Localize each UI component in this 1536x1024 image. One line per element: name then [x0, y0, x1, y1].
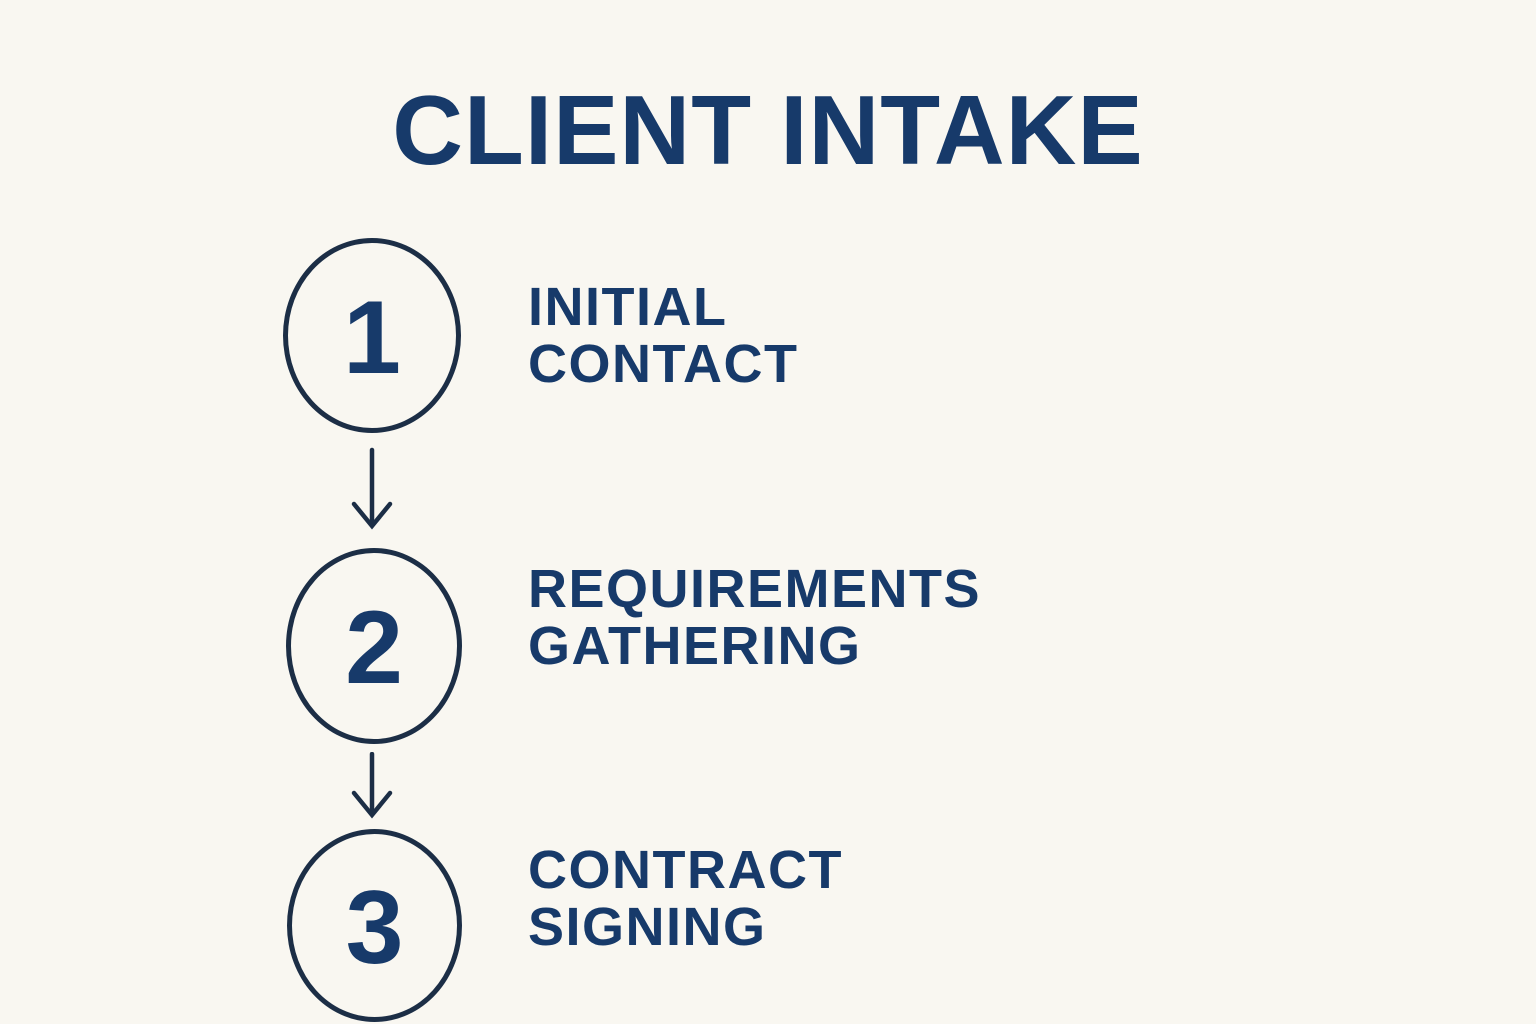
step-1-number: 1 [343, 279, 401, 396]
page-title: CLIENT INTAKE [392, 75, 1144, 185]
down-arrow-icon [350, 752, 394, 820]
step-1-label-line-1: INITIAL [528, 277, 728, 337]
step-3-circle: 3 [287, 829, 462, 1022]
step-2-number: 2 [345, 590, 403, 706]
step-3-label-line-2: SIGNING [528, 897, 767, 957]
step-2-circle: 2 [286, 548, 462, 744]
step-2-label: REQUIREMENTS GATHERING [528, 561, 981, 675]
step-1-circle: 1 [283, 238, 461, 433]
step-3-label-line-1: CONTRACT [528, 840, 843, 900]
step-3-number: 3 [345, 869, 404, 986]
step-3-label: CONTRACT SIGNING [528, 842, 843, 956]
step-2-label-line-2: GATHERING [528, 616, 862, 676]
step-2-label-line-1: REQUIREMENTS [528, 559, 982, 619]
down-arrow-icon [350, 447, 394, 531]
step-1-label-line-2: CONTACT [528, 334, 799, 394]
step-1-label: INITIAL CONTACT [528, 279, 798, 393]
